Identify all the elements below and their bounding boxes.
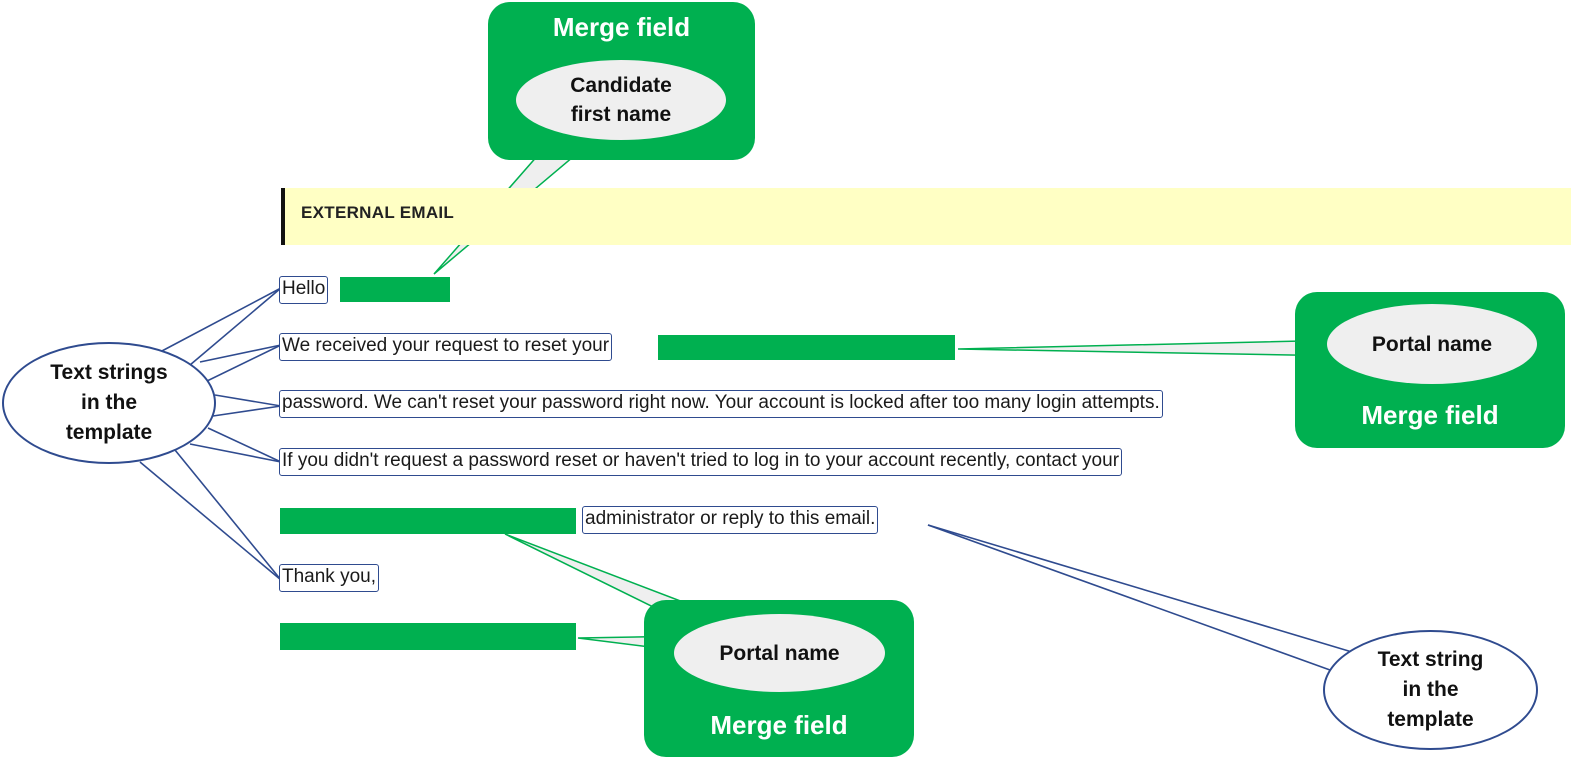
oval-label-line1: Candidate bbox=[570, 74, 672, 97]
text-strings-line2: in the bbox=[81, 391, 137, 414]
merge-field-title: Merge field bbox=[552, 12, 691, 42]
text-string-locked: password. We can't reset your password r… bbox=[279, 390, 1163, 418]
merge-field-title-right: Merge field bbox=[1361, 400, 1499, 430]
merge-field-portal-name-2 bbox=[280, 508, 576, 534]
text-string-contact: If you didn't request a password reset o… bbox=[279, 448, 1123, 476]
merge-field-title-bottom: Merge field bbox=[710, 710, 848, 740]
text-strings-line1: Text strings bbox=[50, 361, 168, 384]
text-strings-line3: template bbox=[65, 421, 153, 444]
merge-field-callout-bottom: Portal name Merge field bbox=[644, 600, 914, 757]
text-string-thank-you: Thank you, bbox=[279, 564, 379, 592]
banner-label: EXTERNAL EMAIL bbox=[301, 203, 455, 222]
merge-field-callout-top: Merge field Candidate first name bbox=[488, 2, 755, 160]
merge-field-portal-name-3 bbox=[280, 623, 576, 650]
text-string-line1: Text string bbox=[1377, 648, 1484, 671]
external-email-banner: EXTERNAL EMAIL bbox=[281, 188, 1571, 245]
text-strings-oval: Text strings in the template bbox=[2, 342, 216, 464]
portal-name-oval-right: Portal name bbox=[1327, 304, 1537, 384]
merge-field-callout-right: Portal name Merge field bbox=[1295, 292, 1565, 448]
portal-callout-tail-right bbox=[957, 339, 1346, 357]
text-string-administrator: administrator or reply to this email. bbox=[582, 506, 879, 534]
text-string-line3: template bbox=[1387, 708, 1474, 731]
text-string-oval: Text string in the template bbox=[1323, 630, 1538, 750]
merge-field-portal-name-1 bbox=[658, 335, 955, 360]
text-string-hello: Hello bbox=[279, 276, 329, 304]
merge-field-candidate-first-name bbox=[340, 277, 450, 302]
candidate-first-name-oval: Candidate first name bbox=[516, 60, 726, 140]
text-strings-connectors bbox=[139, 287, 1353, 671]
text-string-request: We received your request to reset your bbox=[279, 333, 613, 361]
text-string-line2: in the bbox=[1402, 678, 1459, 701]
oval-label-line2: first name bbox=[570, 103, 672, 126]
portal-name-oval-bottom: Portal name bbox=[674, 614, 885, 692]
